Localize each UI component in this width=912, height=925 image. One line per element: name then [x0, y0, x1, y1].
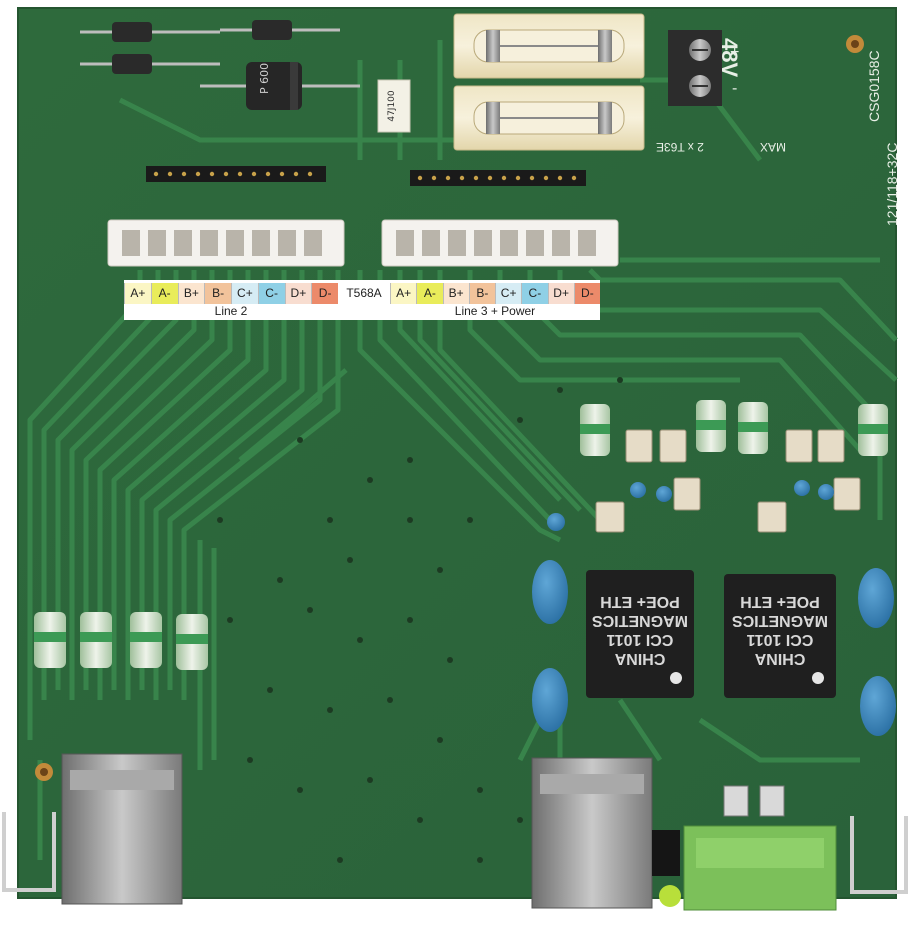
- transformer-1-marking: CHINA CCI 1011 MAGNETICS POE+ ETH: [592, 593, 688, 667]
- wire-pin-label: D+: [547, 283, 574, 304]
- wire-pin-label: C+: [495, 283, 522, 304]
- wire-pin-label: D-: [311, 283, 338, 304]
- via-holes: [217, 377, 623, 863]
- wire-pin-label: A+: [124, 283, 151, 304]
- cap-marking: 47J100: [387, 90, 397, 122]
- fuse-rating-label: 2 x T63E: [656, 140, 704, 154]
- wire-pin-label: C+: [231, 283, 258, 304]
- wire-pin-label: B-: [468, 283, 495, 304]
- wire-pin-label: C-: [521, 283, 548, 304]
- diode-marking: P 600: [258, 63, 271, 94]
- wire-pin-label: C-: [257, 283, 285, 304]
- pin-headers: [146, 166, 586, 186]
- fuse-max-label: MAX: [760, 140, 787, 154]
- green-terminal-block: [652, 785, 837, 911]
- wire-pin-label: A-: [150, 283, 178, 304]
- mounting-holes: [35, 35, 864, 781]
- transformer-packages: [586, 570, 836, 698]
- line2-label: Line 2: [214, 304, 248, 318]
- line3-power-label: Line 3 + Power: [454, 304, 536, 318]
- part-number: CSG0158C: [866, 50, 882, 122]
- diodes: [80, 20, 360, 110]
- polarity-minus: -: [732, 80, 738, 97]
- transformer-2-marking: CHINA CCI 1011 MAGNETICS POE+ ETH: [732, 593, 828, 667]
- surge-arresters: [34, 400, 888, 670]
- wire-pin-label: D+: [284, 283, 312, 304]
- y-capacitors: [532, 560, 896, 736]
- power-terminal-block: [668, 30, 722, 106]
- mounting-brackets: [2, 812, 908, 894]
- rj45-jacks: [61, 753, 653, 909]
- wire-pin-label: B-: [204, 283, 231, 304]
- film-capacitor: [377, 79, 411, 133]
- wire-pin-label: A-: [416, 283, 443, 304]
- smd-components: [547, 429, 861, 533]
- fuse-holders: [453, 13, 645, 151]
- wire-pin-label: A+: [390, 283, 417, 304]
- polarity-plus: +: [730, 44, 740, 61]
- wire-pin-label: B+: [177, 283, 205, 304]
- standard-label: T568A: [346, 286, 382, 300]
- wire-pin-label: D-: [573, 283, 600, 304]
- revision-label: 121/118+32C: [884, 142, 900, 226]
- wire-pin-label: B+: [442, 283, 469, 304]
